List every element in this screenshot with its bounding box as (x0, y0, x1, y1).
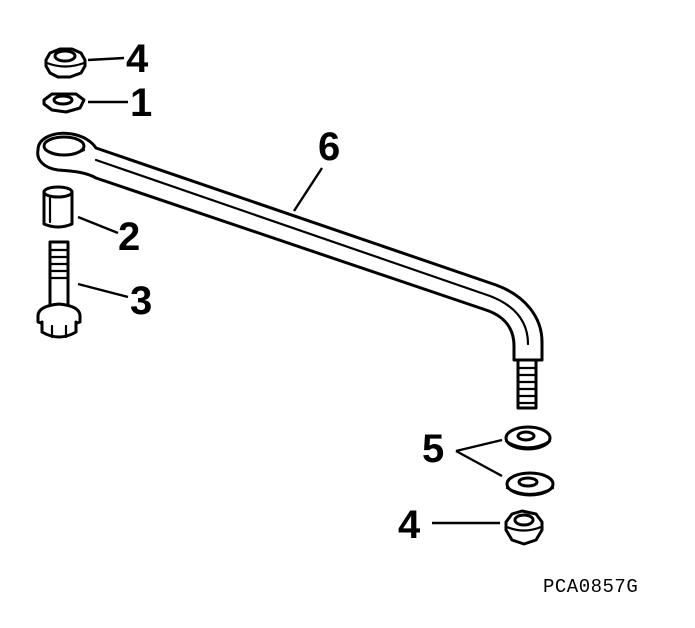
callout-2: 2 (118, 215, 140, 259)
callout-1: 1 (130, 81, 152, 125)
leader-top-nut (87, 56, 125, 62)
leader-bushing (77, 215, 119, 235)
leader-bolt (77, 282, 129, 299)
leader-washer-lower (455, 449, 503, 478)
leader-link-rod (292, 167, 324, 212)
callout-6: 6 (318, 125, 340, 169)
drawing-code: PCA0857G (543, 576, 638, 598)
flange-bolt (36, 240, 82, 339)
top-washer (42, 92, 86, 114)
callout-3: 3 (130, 279, 152, 323)
bottom-washer-upper (504, 425, 552, 451)
bottom-washer-lower (505, 471, 555, 497)
callout-4-bottom: 4 (398, 503, 421, 547)
bushing (42, 185, 74, 229)
bottom-lock-nut (504, 509, 544, 546)
top-lock-nut (44, 47, 87, 79)
callout-4-top: 4 (126, 37, 149, 81)
link-rod (36, 131, 544, 410)
leader-washer-upper (455, 438, 503, 453)
callout-5: 5 (422, 427, 444, 471)
